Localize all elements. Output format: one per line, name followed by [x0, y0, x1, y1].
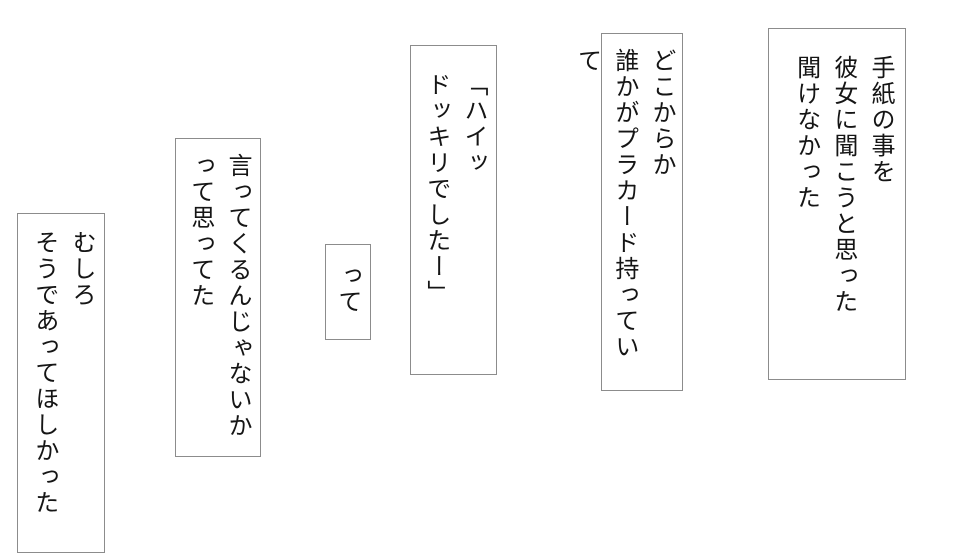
narration-box-tte: って — [325, 244, 371, 340]
speech-box-prank: 「ハイッ ドッキリでしたー」 — [410, 45, 497, 375]
page-background: { "page": { "background": "#ffffff", "bo… — [17, 28, 906, 553]
narration-box-wish: むしろ そうであってほしかった — [17, 213, 105, 553]
narration-box-expected: 言ってくるんじゃないか って思ってた — [175, 138, 261, 457]
narration-box-placard: どこからか 誰かがプラカード持っていて — [574, 33, 683, 391]
narration-box-letter: 手紙の事を 彼女に聞こうと思った 聞けなかった — [768, 28, 906, 380]
